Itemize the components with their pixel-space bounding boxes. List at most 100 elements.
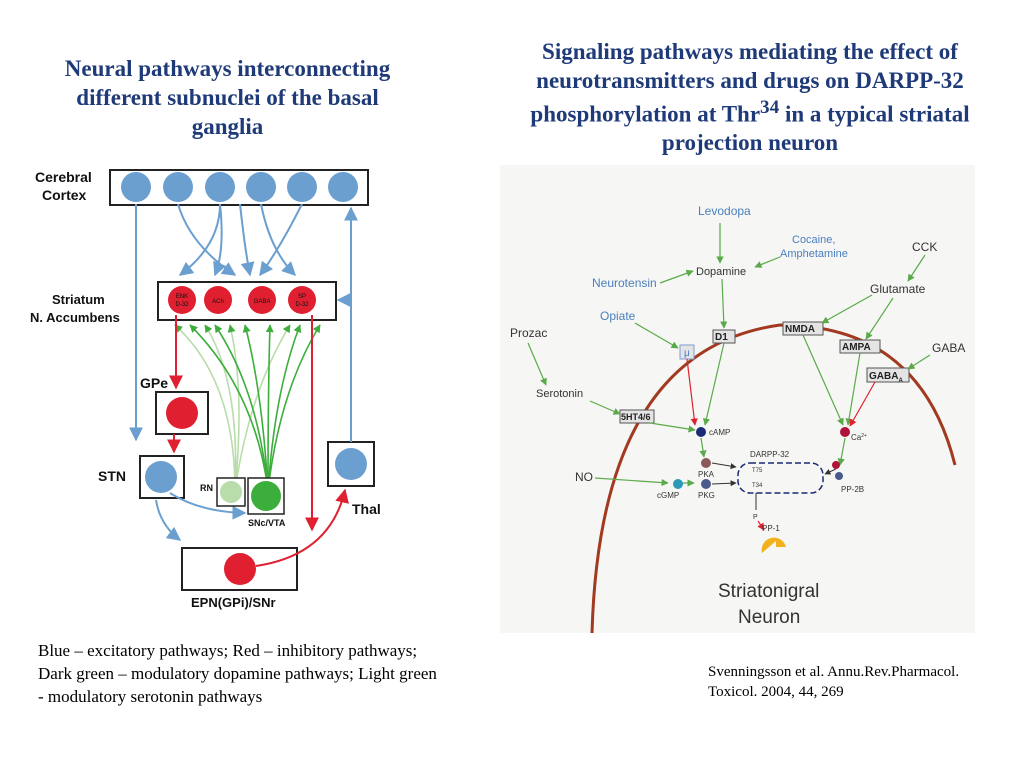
- epn-label: EPN(GPi)/SNr: [191, 595, 276, 610]
- gaba-a-receptor: [866, 367, 910, 383]
- sp-d32-label: D-32: [295, 302, 309, 308]
- pkg-darpp-arrow: [711, 480, 737, 487]
- nmda-label: NMDA: [785, 324, 815, 335]
- pka-label: PKA: [698, 470, 715, 479]
- ht46-label: 5HT4/6: [621, 412, 651, 422]
- pp1-label: PP-1: [762, 524, 780, 533]
- pka-darpp-arrow: [711, 462, 737, 470]
- neuron-label-2: Neuron: [738, 607, 800, 628]
- gpe-neuron: [166, 397, 198, 429]
- t75-label: T75: [752, 468, 763, 474]
- ca-node: [840, 427, 850, 437]
- rn-label: RN: [200, 483, 213, 493]
- cortex-neuron: [121, 172, 151, 202]
- cell-membrane: [590, 323, 957, 633]
- ampa-label: AMPA: [842, 342, 871, 353]
- cortex-label: Cortex: [42, 187, 87, 203]
- ca-name: Ca: [851, 433, 862, 442]
- enk-d32-label: D-32: [175, 302, 189, 308]
- pp1-enzyme: [761, 537, 786, 553]
- cortex-striatum-pathways: [129, 203, 303, 442]
- right-title-sup: 34: [760, 96, 780, 118]
- pp2b-label: PP-2B: [841, 485, 864, 494]
- thal-neuron: [335, 448, 367, 480]
- cortex-box: [109, 169, 369, 206]
- gaba-a-name: GABA: [869, 371, 898, 382]
- cocaine-label: Cocaine,: [792, 234, 835, 246]
- neuron-label-1: Striatonigral: [718, 581, 819, 602]
- prozac-label: Prozac: [510, 326, 547, 340]
- snc-vta-label: SNc/VTA: [248, 518, 286, 528]
- darpp32-signaling-diagram: Levodopa Cocaine, Amphetamine CCK Dopami…: [500, 165, 975, 633]
- glutamate-label: Glutamate: [870, 282, 926, 296]
- neurotensin-label: Neurotensin: [592, 276, 657, 290]
- d1-label: D1: [715, 332, 728, 343]
- darpp-background: [500, 165, 975, 633]
- t34-label: T34: [752, 483, 763, 489]
- left-title: Neural pathways interconnecting differen…: [64, 56, 391, 139]
- right-title-pre: Signaling pathways mediating the effect …: [530, 39, 964, 127]
- enk-neuron: [168, 286, 196, 314]
- gaba-a-label: GABAA: [869, 371, 903, 384]
- mu-label: μ: [684, 348, 690, 359]
- gaba-input-label: GABA: [932, 341, 965, 355]
- thal-striatum-pathway: [336, 293, 352, 442]
- darpp32-label: DARPP-32: [750, 450, 790, 459]
- pp1-inhibition-arrow: [757, 520, 765, 531]
- cgmp-label: cGMP: [657, 491, 679, 500]
- opiate-label: Opiate: [600, 309, 636, 323]
- serotonin-label: Serotonin: [536, 388, 583, 400]
- ach-label: ACh: [212, 299, 224, 305]
- stn-neuron: [145, 461, 177, 493]
- cortex-neurons: [121, 172, 358, 202]
- snc-vta-neuron: [251, 481, 281, 511]
- input-arrows: [527, 223, 926, 487]
- striatum-neurons: [168, 286, 316, 314]
- legend-caption: Blue – excitatory pathways; Red – inhibi…: [38, 641, 437, 706]
- accumbens-label: N. Accumbens: [30, 310, 120, 325]
- darpp32-complex: [737, 462, 824, 494]
- camp-node: [696, 427, 706, 437]
- pkg-label: PKG: [698, 491, 715, 500]
- dopamine-label: Dopamine: [696, 266, 746, 278]
- striatal-output-pathways: [169, 315, 319, 532]
- gaba-a-subscript: A: [898, 378, 903, 384]
- sp-neuron: [288, 286, 316, 314]
- cortex-neuron: [328, 172, 358, 202]
- citation: Svenningsson et al. Annu.Rev.Pharmacol. …: [708, 664, 960, 701]
- camp-label: cAMP: [709, 428, 730, 437]
- ca-superscript: 2+: [861, 433, 867, 439]
- cck-label: CCK: [912, 240, 937, 254]
- striatum-label: Striatum: [52, 292, 105, 307]
- cerebral-label: Cerebral: [35, 169, 92, 185]
- rn-neuron: [220, 481, 242, 503]
- gaba-label: GABA: [254, 299, 271, 305]
- no-label: NO: [575, 470, 593, 484]
- modulatory-pathways: [174, 324, 321, 491]
- gpe-label: GPe: [140, 375, 168, 391]
- epn-neuron: [224, 553, 256, 585]
- enk-label: ENK: [176, 294, 188, 300]
- pkg-node: [701, 479, 711, 489]
- cortex-neuron: [205, 172, 235, 202]
- ca-label: Ca2+: [851, 433, 867, 442]
- thal-label: Thal: [352, 501, 381, 517]
- ach-neuron: [204, 286, 232, 314]
- right-title: Signaling pathways mediating the effect …: [500, 38, 1000, 158]
- levodopa-label: Levodopa: [698, 204, 751, 218]
- pp2b-node-b: [835, 472, 843, 480]
- amphetamine-label: Amphetamine: [780, 248, 848, 260]
- cortex-neuron: [246, 172, 276, 202]
- pka-node: [701, 458, 711, 468]
- stn-output-pathways: [155, 492, 247, 541]
- pp2b-darpp-arrow: [824, 468, 837, 475]
- cortex-neuron: [163, 172, 193, 202]
- epn-thal-pathway: [255, 488, 349, 567]
- cortex-neuron: [287, 172, 317, 202]
- gaba-input-arrow: [907, 354, 931, 370]
- ht46-receptor: [619, 409, 655, 424]
- pp2b-node-a: [832, 461, 840, 469]
- cgmp-node: [673, 479, 683, 489]
- gaba-neuron: [248, 286, 276, 314]
- phospho-label: P: [753, 514, 758, 521]
